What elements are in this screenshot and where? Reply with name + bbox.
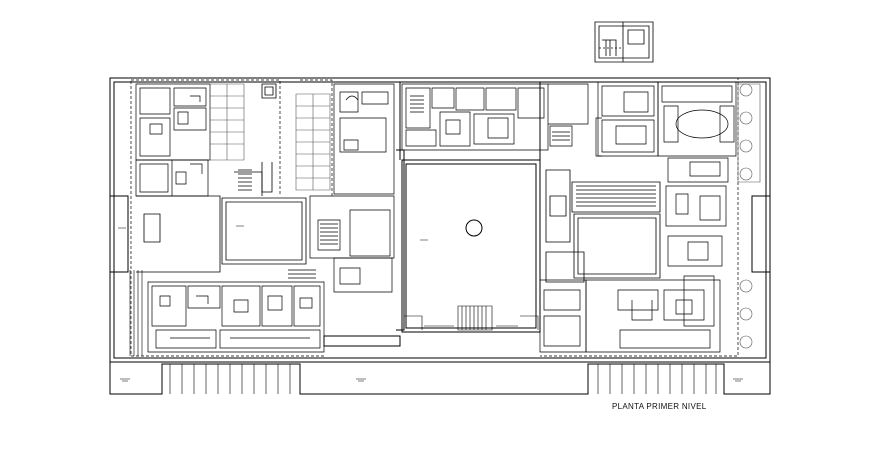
drawing-title: PLANTA PRIMER NIVEL (612, 402, 707, 411)
level-marks (118, 226, 743, 381)
central-bottom-stair (404, 306, 538, 330)
left-balcony-rails (130, 270, 142, 356)
right-columns (738, 84, 760, 348)
right-center-rooms (546, 170, 660, 282)
center-left-rooms (310, 84, 394, 292)
top-center-rooms (402, 84, 588, 150)
detail-plan-inset (595, 22, 653, 62)
left-hall (136, 162, 316, 278)
top-left-fixture (262, 84, 276, 98)
central-courtyard (324, 82, 540, 346)
center-left-stair-hatched (296, 94, 330, 190)
lower-terrace (110, 362, 770, 394)
left-wing-rooms (136, 84, 210, 196)
right-bottom-rooms (540, 276, 720, 352)
dashed-boundary (131, 78, 738, 356)
left-stair-hatched (210, 84, 244, 160)
right-wing-rooms (596, 82, 736, 266)
left-lower-rooms (148, 282, 324, 352)
